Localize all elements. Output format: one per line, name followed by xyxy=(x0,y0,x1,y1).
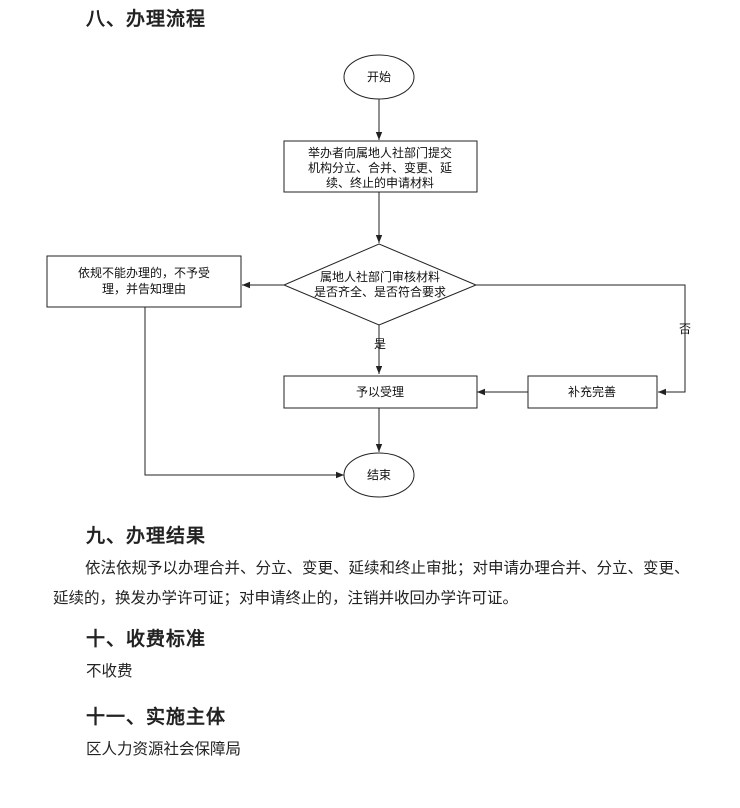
section-11-body: 区人力资源社会保障局 xyxy=(86,740,242,758)
node-accept: 予以受理 xyxy=(283,375,478,409)
submit-line-1: 举办者向属地人社部门提交 xyxy=(308,145,452,160)
review-line-1: 属地人社部门审核材料 xyxy=(320,269,440,284)
accept-box xyxy=(283,375,478,409)
reject-line-1: 依规不能办理的，不予受 xyxy=(78,265,210,280)
reject-line-2: 理，并告知理由 xyxy=(102,282,186,296)
review-diamond xyxy=(282,243,478,326)
start-ellipse xyxy=(343,54,415,100)
node-supplement: 补充完善 xyxy=(527,375,658,409)
section-9-body: 依法依规予以办理合并、分立、变更、延续和终止审批；对申请办理合并、分立、变更、延… xyxy=(53,559,690,607)
review-line-2: 是否齐全、是否符合要求 xyxy=(314,284,446,299)
section-10-body: 不收费 xyxy=(86,662,133,680)
submit-line-3: 续、终止的申请材料 xyxy=(326,175,434,190)
supplement-box xyxy=(527,375,658,409)
flowchart-connectors xyxy=(144,99,686,479)
start-label: 开始 xyxy=(367,70,391,84)
reject-box xyxy=(46,255,242,308)
node-submit-materials: 举办者向属地人社部门提交 机构分立、合并、变更、延 续、终止的申请材料 xyxy=(283,140,478,193)
section-11-title: 十一、实施主体 xyxy=(86,706,227,728)
yes-label: 是 xyxy=(374,337,386,351)
supplement-label: 补充完善 xyxy=(568,384,616,399)
section-8-title: 八、办理流程 xyxy=(86,8,207,30)
no-label: 否 xyxy=(679,322,691,336)
submit-line-2: 机构分立、合并、变更、延 xyxy=(308,160,452,175)
arrow-review-to-supplement xyxy=(476,284,686,396)
process-flowchart: 开始 举办者向属地人社部门提交 机构分立、合并、变更、延 续、终止的申请材料 属… xyxy=(46,54,691,498)
node-reject: 依规不能办理的，不予受 理，并告知理由 xyxy=(46,255,242,308)
node-end: 结束 xyxy=(343,452,415,498)
node-review-decision: 属地人社部门审核材料 是否齐全、是否符合要求 xyxy=(282,243,478,326)
node-start: 开始 xyxy=(343,54,415,100)
submit-box xyxy=(283,140,478,193)
end-label: 结束 xyxy=(367,468,391,482)
arrow-reject-to-end xyxy=(144,307,344,479)
end-ellipse xyxy=(343,452,415,498)
accept-label: 予以受理 xyxy=(356,385,404,399)
section-9-title: 九、办理结果 xyxy=(86,525,207,547)
section-10-title: 十、收费标准 xyxy=(86,628,207,650)
